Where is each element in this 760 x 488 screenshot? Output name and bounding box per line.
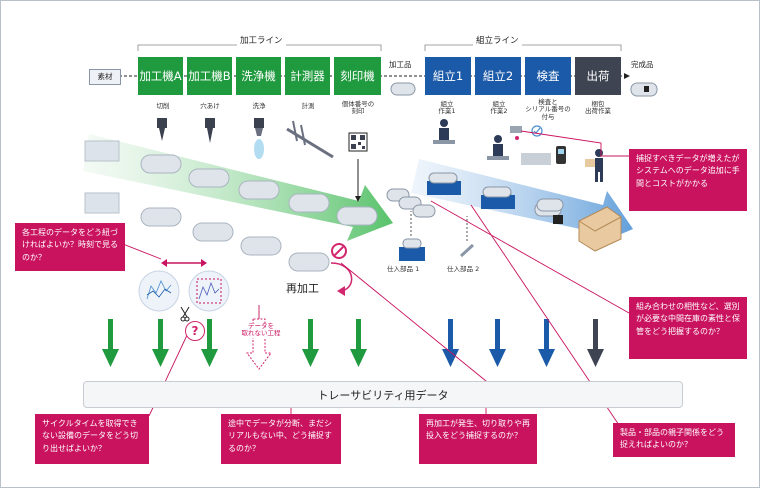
assembly-line-bracket — [424, 44, 622, 51]
callout-compatibility: 組み合わせの相性など、選別が必要な中間在庫の素性と保管をどう把握するのか？ — [629, 297, 747, 359]
prohibited-icon — [331, 243, 347, 259]
callout-cycle-time: サイクルタイムを取得できない設備のデータをどう切り出せばよいか？ — [35, 414, 149, 464]
rework-label: 再加工 — [286, 282, 319, 295]
machined-part-icon — [390, 82, 416, 96]
machined-part-label: 加工品 — [389, 60, 412, 69]
stage-machine-b: 加工機B — [187, 57, 232, 95]
sub-label-washing: 洗浄 — [252, 102, 266, 110]
callout-parent-child: 製品・部品の親子関係をどう捉えればよいのか？ — [613, 423, 735, 457]
chart-icon-circle — [188, 270, 230, 312]
supplied-part-1-label: 仕入部品 1 — [387, 265, 420, 273]
callout-data-cost: 捕捉すべきデータが増えたがシステムへのデータ追加に手間とコストがかかる — [629, 149, 747, 211]
scissors-icon — [180, 306, 190, 322]
machine-icons — [157, 118, 368, 159]
data-down-arrows — [102, 318, 604, 370]
sub-label-shipping: 梱包 出荷作業 — [585, 100, 611, 116]
callout-link-processes: 各工程のデータをどう紐づければよいか？時刻で見るのか？ — [15, 223, 125, 271]
supplied-parts-tray-1 — [399, 247, 425, 261]
callout-rework: 再加工が発生、切り取りや再投入をどう捕捉するのか？ — [419, 414, 537, 464]
stage-measurer: 計測器 — [285, 57, 330, 95]
stage-shipping: 出荷 — [575, 57, 621, 95]
question-icon: ? — [185, 321, 205, 341]
callout-branching: 途中でデータが分断、まだシリアルもない中、どう捕捉するのか？ — [221, 414, 341, 464]
sub-label-assembly-1: 組立 作業1 — [438, 100, 456, 116]
stage-assembly-2: 組立2 — [475, 57, 521, 95]
stage-inspection: 検査 — [525, 57, 571, 95]
machining-line-label: 加工ライン — [237, 36, 286, 47]
worker-icons — [433, 119, 603, 182]
sub-label-engraving: 個体番号の 刻印 — [341, 100, 375, 116]
stage-assembly-1: 組立1 — [425, 57, 471, 95]
assembly-line-label: 組立ライン — [473, 36, 522, 47]
sub-label-inspection: 検査と シリアル番号の 付与 — [525, 98, 571, 121]
rework-loop-arrow — [330, 262, 353, 292]
no-data-process-label: データを 取れない工程 — [241, 322, 281, 338]
traceability-data-band: トレーサビリティ用データ — [83, 381, 683, 408]
material-block — [84, 192, 120, 214]
stage-engraver: 刻印機 — [334, 57, 381, 95]
assembly-flow-arrow — [411, 159, 633, 246]
sub-label-cutting: 切削 — [156, 102, 170, 110]
sub-label-drilling: 穴あけ — [200, 102, 220, 110]
chart-icon-circle — [138, 270, 180, 312]
stage-machine-a: 加工機A — [138, 57, 183, 95]
finished-product-label: 完成品 — [631, 60, 654, 69]
workpieces — [140, 154, 378, 272]
sub-label-measuring: 計測 — [301, 102, 315, 110]
sub-label-assembly-2: 組立 作業2 — [490, 100, 508, 116]
shipping-box-icon — [578, 206, 622, 252]
stage-washer: 洗浄機 — [236, 57, 281, 95]
supplied-part-2-label: 仕入部品 2 — [447, 265, 480, 273]
material-label: 素材 — [89, 69, 121, 85]
material-block — [84, 140, 120, 162]
